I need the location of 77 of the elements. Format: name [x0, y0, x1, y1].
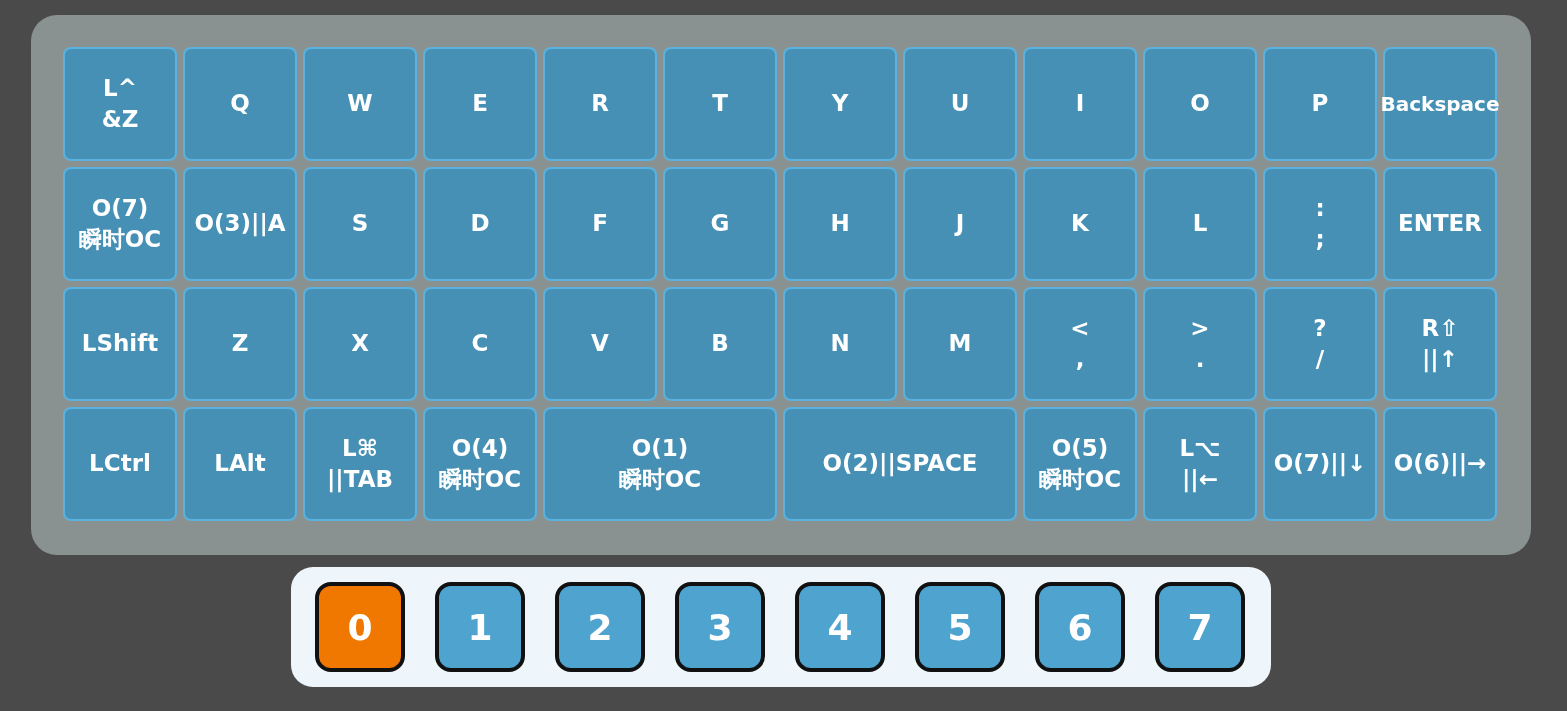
- key-cap: O: [1143, 47, 1257, 161]
- key-legend: .: [1195, 344, 1205, 376]
- key-legend: ||↑: [1421, 344, 1459, 376]
- key-cap: T: [663, 47, 777, 161]
- key-cap: L: [1143, 167, 1257, 281]
- key-legend: 瞬时OC: [78, 224, 162, 256]
- key-legend: O(7): [91, 192, 149, 224]
- key-legend: L⌘: [342, 432, 378, 464]
- layer-button: 6: [1035, 582, 1125, 672]
- key-cap: Backspace: [1383, 47, 1497, 161]
- key-cap: Q: [183, 47, 297, 161]
- layer-button: 3: [675, 582, 765, 672]
- key-legend: /: [1315, 344, 1325, 376]
- key-legend: &Z: [101, 104, 139, 136]
- key-cap: I: [1023, 47, 1137, 161]
- key-cap: [543, 407, 777, 521]
- key-cap: [1023, 407, 1137, 521]
- key-cap: E: [423, 47, 537, 161]
- key-legend: <: [1070, 312, 1090, 344]
- key-legend: 瞬时OC: [1038, 464, 1122, 496]
- key-cap: D: [423, 167, 537, 281]
- key-cap: W: [303, 47, 417, 161]
- key-cap: Z: [183, 287, 297, 401]
- key-cap: [1143, 407, 1257, 521]
- key-cap: O(3)||A: [183, 167, 297, 281]
- key-cap: C: [423, 287, 537, 401]
- key-legend: L⌥: [1179, 432, 1221, 464]
- key-cap: V: [543, 287, 657, 401]
- key-cap: LShift: [63, 287, 177, 401]
- key-cap: M: [903, 287, 1017, 401]
- key-cap: G: [663, 167, 777, 281]
- layer-button: 1: [435, 582, 525, 672]
- key-legend: >: [1190, 312, 1210, 344]
- key-cap: X: [303, 287, 417, 401]
- key-cap: H: [783, 167, 897, 281]
- key-cap: ENTER: [1383, 167, 1497, 281]
- key-legend: 瞬时OC: [438, 464, 522, 496]
- key-cap: B: [663, 287, 777, 401]
- key-cap: O(6)||→: [1383, 407, 1497, 521]
- layer-button: 7: [1155, 582, 1245, 672]
- key-cap: [63, 47, 177, 161]
- key-legend: O(1): [631, 432, 689, 464]
- key-cap: S: [303, 167, 417, 281]
- key-legend: L^: [103, 72, 137, 104]
- key-legend: :: [1315, 192, 1325, 224]
- key-cap: J: [903, 167, 1017, 281]
- key-cap: [1383, 287, 1497, 401]
- key-legend: ;: [1315, 224, 1325, 256]
- key-cap: O(2)||SPACE: [783, 407, 1017, 521]
- layer-button: 2: [555, 582, 645, 672]
- key-legend: O(4): [451, 432, 509, 464]
- key-cap: Y: [783, 47, 897, 161]
- key-cap: [1023, 287, 1137, 401]
- key-cap: [63, 167, 177, 281]
- key-cap: F: [543, 167, 657, 281]
- key-cap: N: [783, 287, 897, 401]
- key-cap: LAlt: [183, 407, 297, 521]
- key-cap: U: [903, 47, 1017, 161]
- key-cap: [1143, 287, 1257, 401]
- key-cap: LCtrl: [63, 407, 177, 521]
- key-legend: ?: [1313, 312, 1327, 344]
- key-cap: K: [1023, 167, 1137, 281]
- key-legend: ||←: [1181, 464, 1219, 496]
- layer-button: 0: [315, 582, 405, 672]
- key-cap: R: [543, 47, 657, 161]
- key-legend: O(5): [1051, 432, 1109, 464]
- key-legend: 瞬时OC: [618, 464, 702, 496]
- key-legend: ,: [1075, 344, 1085, 376]
- key-legend: R⇧: [1421, 312, 1459, 344]
- key-cap: [423, 407, 537, 521]
- key-cap: [303, 407, 417, 521]
- layer-button: 5: [915, 582, 1005, 672]
- layer-button: 4: [795, 582, 885, 672]
- key-cap: [1263, 167, 1377, 281]
- key-cap: O(7)||↓: [1263, 407, 1377, 521]
- key-legend: ||TAB: [326, 464, 393, 496]
- key-cap: [1263, 287, 1377, 401]
